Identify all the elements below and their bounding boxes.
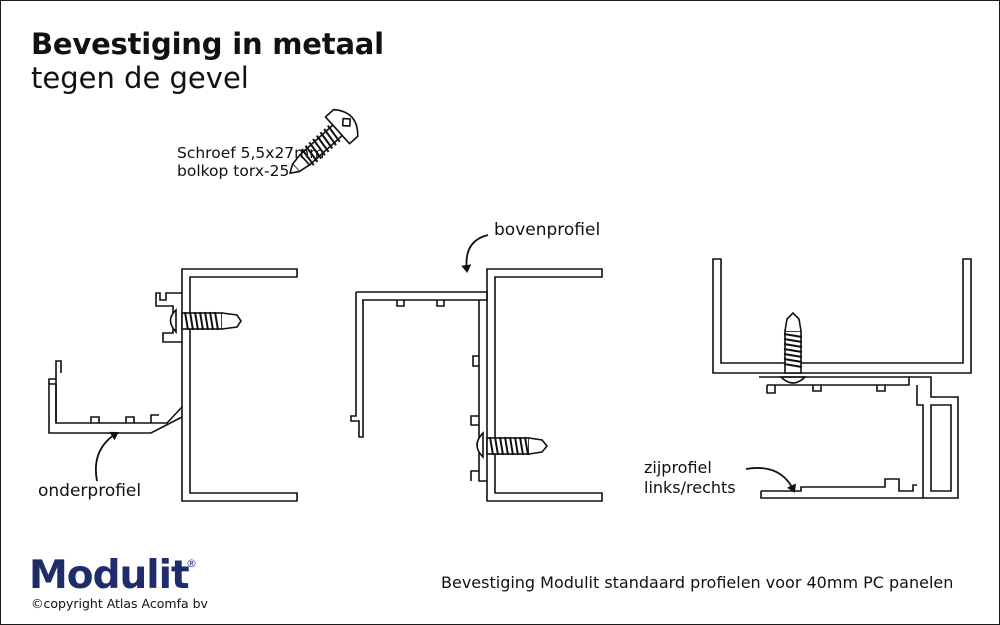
- label-onderprofiel: onderprofiel: [38, 481, 142, 501]
- page-subtitle: tegen de gevel: [31, 61, 249, 95]
- arrow-zijprofiel: [745, 467, 797, 493]
- screw-illustration: [289, 108, 359, 174]
- arrow-onderprofiel: [95, 431, 119, 482]
- label-bovenprofiel: bovenprofiel: [494, 220, 601, 240]
- screw-label-line1: Schroef 5,5x27mm: [177, 144, 325, 162]
- caption: Bevestiging Modulit standaard profielen …: [441, 573, 954, 592]
- arrow-bovenprofiel: [461, 234, 489, 273]
- page-title: Bevestiging in metaal: [31, 27, 384, 61]
- assembly-zijprofiel: [712, 258, 972, 499]
- assembly-onderprofiel: [48, 268, 298, 502]
- brand-logo: Modulit: [29, 553, 190, 598]
- label-zijprofiel-line2: links/rechts: [644, 478, 736, 497]
- label-zijprofiel-line1: zijprofiel: [644, 458, 712, 477]
- registered-mark: ®: [186, 557, 197, 570]
- assembly-bovenprofiel: [350, 268, 603, 502]
- screw-label-line2: bolkop torx-25: [177, 162, 290, 180]
- copyright-text: ©copyright Atlas Acomfa bv: [31, 596, 208, 611]
